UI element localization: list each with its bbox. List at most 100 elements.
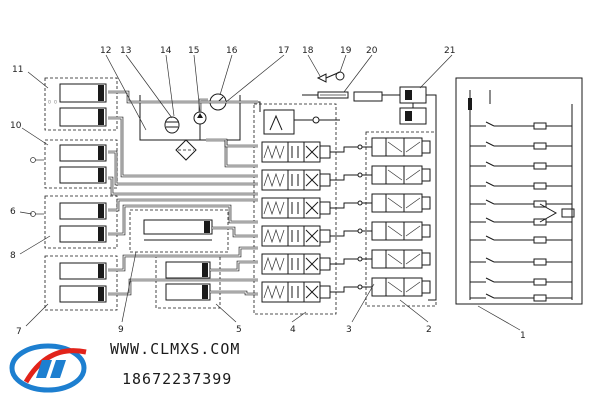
coil-4-icon — [533, 182, 547, 190]
solenoid-6-plug — [421, 280, 431, 294]
cylinder-11-piston-bottom — [98, 109, 104, 125]
coil-9-icon — [533, 278, 547, 286]
sensor-10-icon — [30, 157, 36, 163]
solenoid-valve-21-icon — [399, 86, 427, 104]
cylinder-9-body — [143, 219, 213, 235]
junction-5-icon — [357, 256, 363, 262]
valve-row-6-spool-a — [287, 281, 305, 303]
cylinder-group-left: ▯ ▯ — [44, 77, 118, 311]
solenoid-1-plug — [421, 140, 431, 154]
coil-zigzag-icon — [263, 256, 285, 272]
power-unit — [139, 93, 261, 161]
callout-21: 21 — [444, 46, 455, 56]
cylinder-8-piston-top — [98, 204, 104, 218]
callout-14: 14 — [160, 46, 172, 56]
solenoid-valve-stack-2 — [357, 137, 431, 297]
callout-2: 2 — [426, 325, 432, 335]
solenoid-stack-outline — [365, 131, 437, 307]
solenoid-2-plug — [421, 168, 431, 182]
pilot-return-line — [426, 94, 437, 301]
junction-1-icon — [357, 144, 363, 150]
watermark-url: WWW.CLMXS.COM — [110, 340, 241, 358]
solenoid-3-coil — [371, 193, 387, 213]
valve-block-4-outline — [253, 103, 337, 315]
pilot-line-1 — [330, 146, 358, 153]
switch-2-icon — [485, 141, 495, 147]
callout-numbers: 12 13 14 15 16 17 18 19 20 21 11 10 6 8 … — [10, 46, 526, 341]
callout-10: 10 — [10, 121, 22, 131]
cylinder-10-piston-top — [98, 146, 104, 160]
coil-3-icon — [533, 162, 547, 170]
callout-8: 8 — [10, 251, 16, 261]
cylinder-7-top — [59, 262, 107, 280]
callout-5: 5 — [236, 325, 242, 335]
coil-2-icon — [533, 142, 547, 150]
coil-10-icon — [533, 294, 547, 302]
electrical-panel-1 — [455, 77, 583, 305]
callout-15: 15 — [188, 46, 199, 56]
cylinder-11-bottom — [59, 107, 107, 127]
valve-block-4 — [253, 103, 340, 315]
cylinder-8-outline — [44, 195, 118, 249]
callout-9: 9 — [118, 325, 124, 335]
relay-logic-icon — [539, 203, 558, 223]
pilot-line-network — [330, 146, 372, 293]
timer-relay-icon — [561, 208, 575, 218]
solenoid-6-coil — [371, 277, 387, 297]
relief-valve-icon — [263, 109, 295, 135]
callout-7: 7 — [16, 327, 22, 337]
switch-1-icon — [485, 121, 495, 127]
solenoid-3-plug — [421, 196, 431, 210]
switch-4-icon — [485, 181, 495, 187]
coil-zigzag-icon — [263, 228, 285, 244]
switch-5-icon — [485, 199, 495, 205]
strainer-13-icon — [175, 139, 197, 161]
coil-zigzag-icon — [263, 200, 285, 216]
hose-network — [108, 90, 258, 296]
callout-11: 11 — [12, 65, 23, 75]
filter-14-icon — [164, 116, 180, 134]
switch-9-icon — [485, 277, 495, 283]
cylinder-7-piston-top — [98, 264, 104, 278]
valve-row-1-spool-a — [287, 141, 305, 163]
check-point-icon — [312, 116, 320, 124]
pilot-line-2 — [330, 174, 358, 181]
logo-ring-icon — [9, 343, 87, 393]
cylinder-9-outline — [129, 209, 229, 253]
switch-3-icon — [485, 161, 495, 167]
callout-20: 20 — [366, 46, 378, 56]
callout-13: 13 — [120, 46, 131, 56]
callout-4: 4 — [290, 325, 296, 335]
cylinder-10-bottom — [59, 166, 107, 184]
switch-7-icon — [485, 235, 495, 241]
callout-12: 12 — [100, 46, 111, 56]
fuse-icon — [468, 98, 472, 110]
callout-18: 18 — [302, 46, 314, 56]
cylinder-11-tag: ▯ ▯ — [48, 99, 57, 105]
junction-3-icon — [357, 200, 363, 206]
solenoid-4-plug — [421, 224, 431, 238]
pilot-line-4 — [330, 230, 358, 237]
callout-16: 16 — [226, 46, 238, 56]
electrical-circuit — [468, 90, 573, 300]
switch-6-icon — [485, 217, 495, 223]
cylinder-8-top — [59, 202, 107, 220]
junction-2-icon — [357, 172, 363, 178]
callout-19: 19 — [340, 46, 352, 56]
cylinder-11-outline — [44, 77, 118, 131]
oil-tank — [139, 95, 241, 141]
valve-row-6-spring — [319, 285, 331, 299]
pilot-line-3 — [330, 202, 358, 209]
callout-17: 17 — [278, 46, 289, 56]
solenoid-5-coil — [371, 249, 387, 269]
coil-zigzag-icon — [263, 144, 285, 160]
callout-1: 1 — [520, 331, 526, 341]
pilot-line-5 — [330, 258, 358, 265]
cylinder-7-piston-bottom — [98, 287, 104, 301]
circuit-rungs — [470, 121, 575, 302]
watermark-phone: 18672237399 — [122, 370, 233, 388]
solenoid-1-coil — [371, 137, 387, 157]
valve-row-2-spool-a — [287, 169, 305, 191]
valve-row-3-spool-a — [287, 197, 305, 219]
